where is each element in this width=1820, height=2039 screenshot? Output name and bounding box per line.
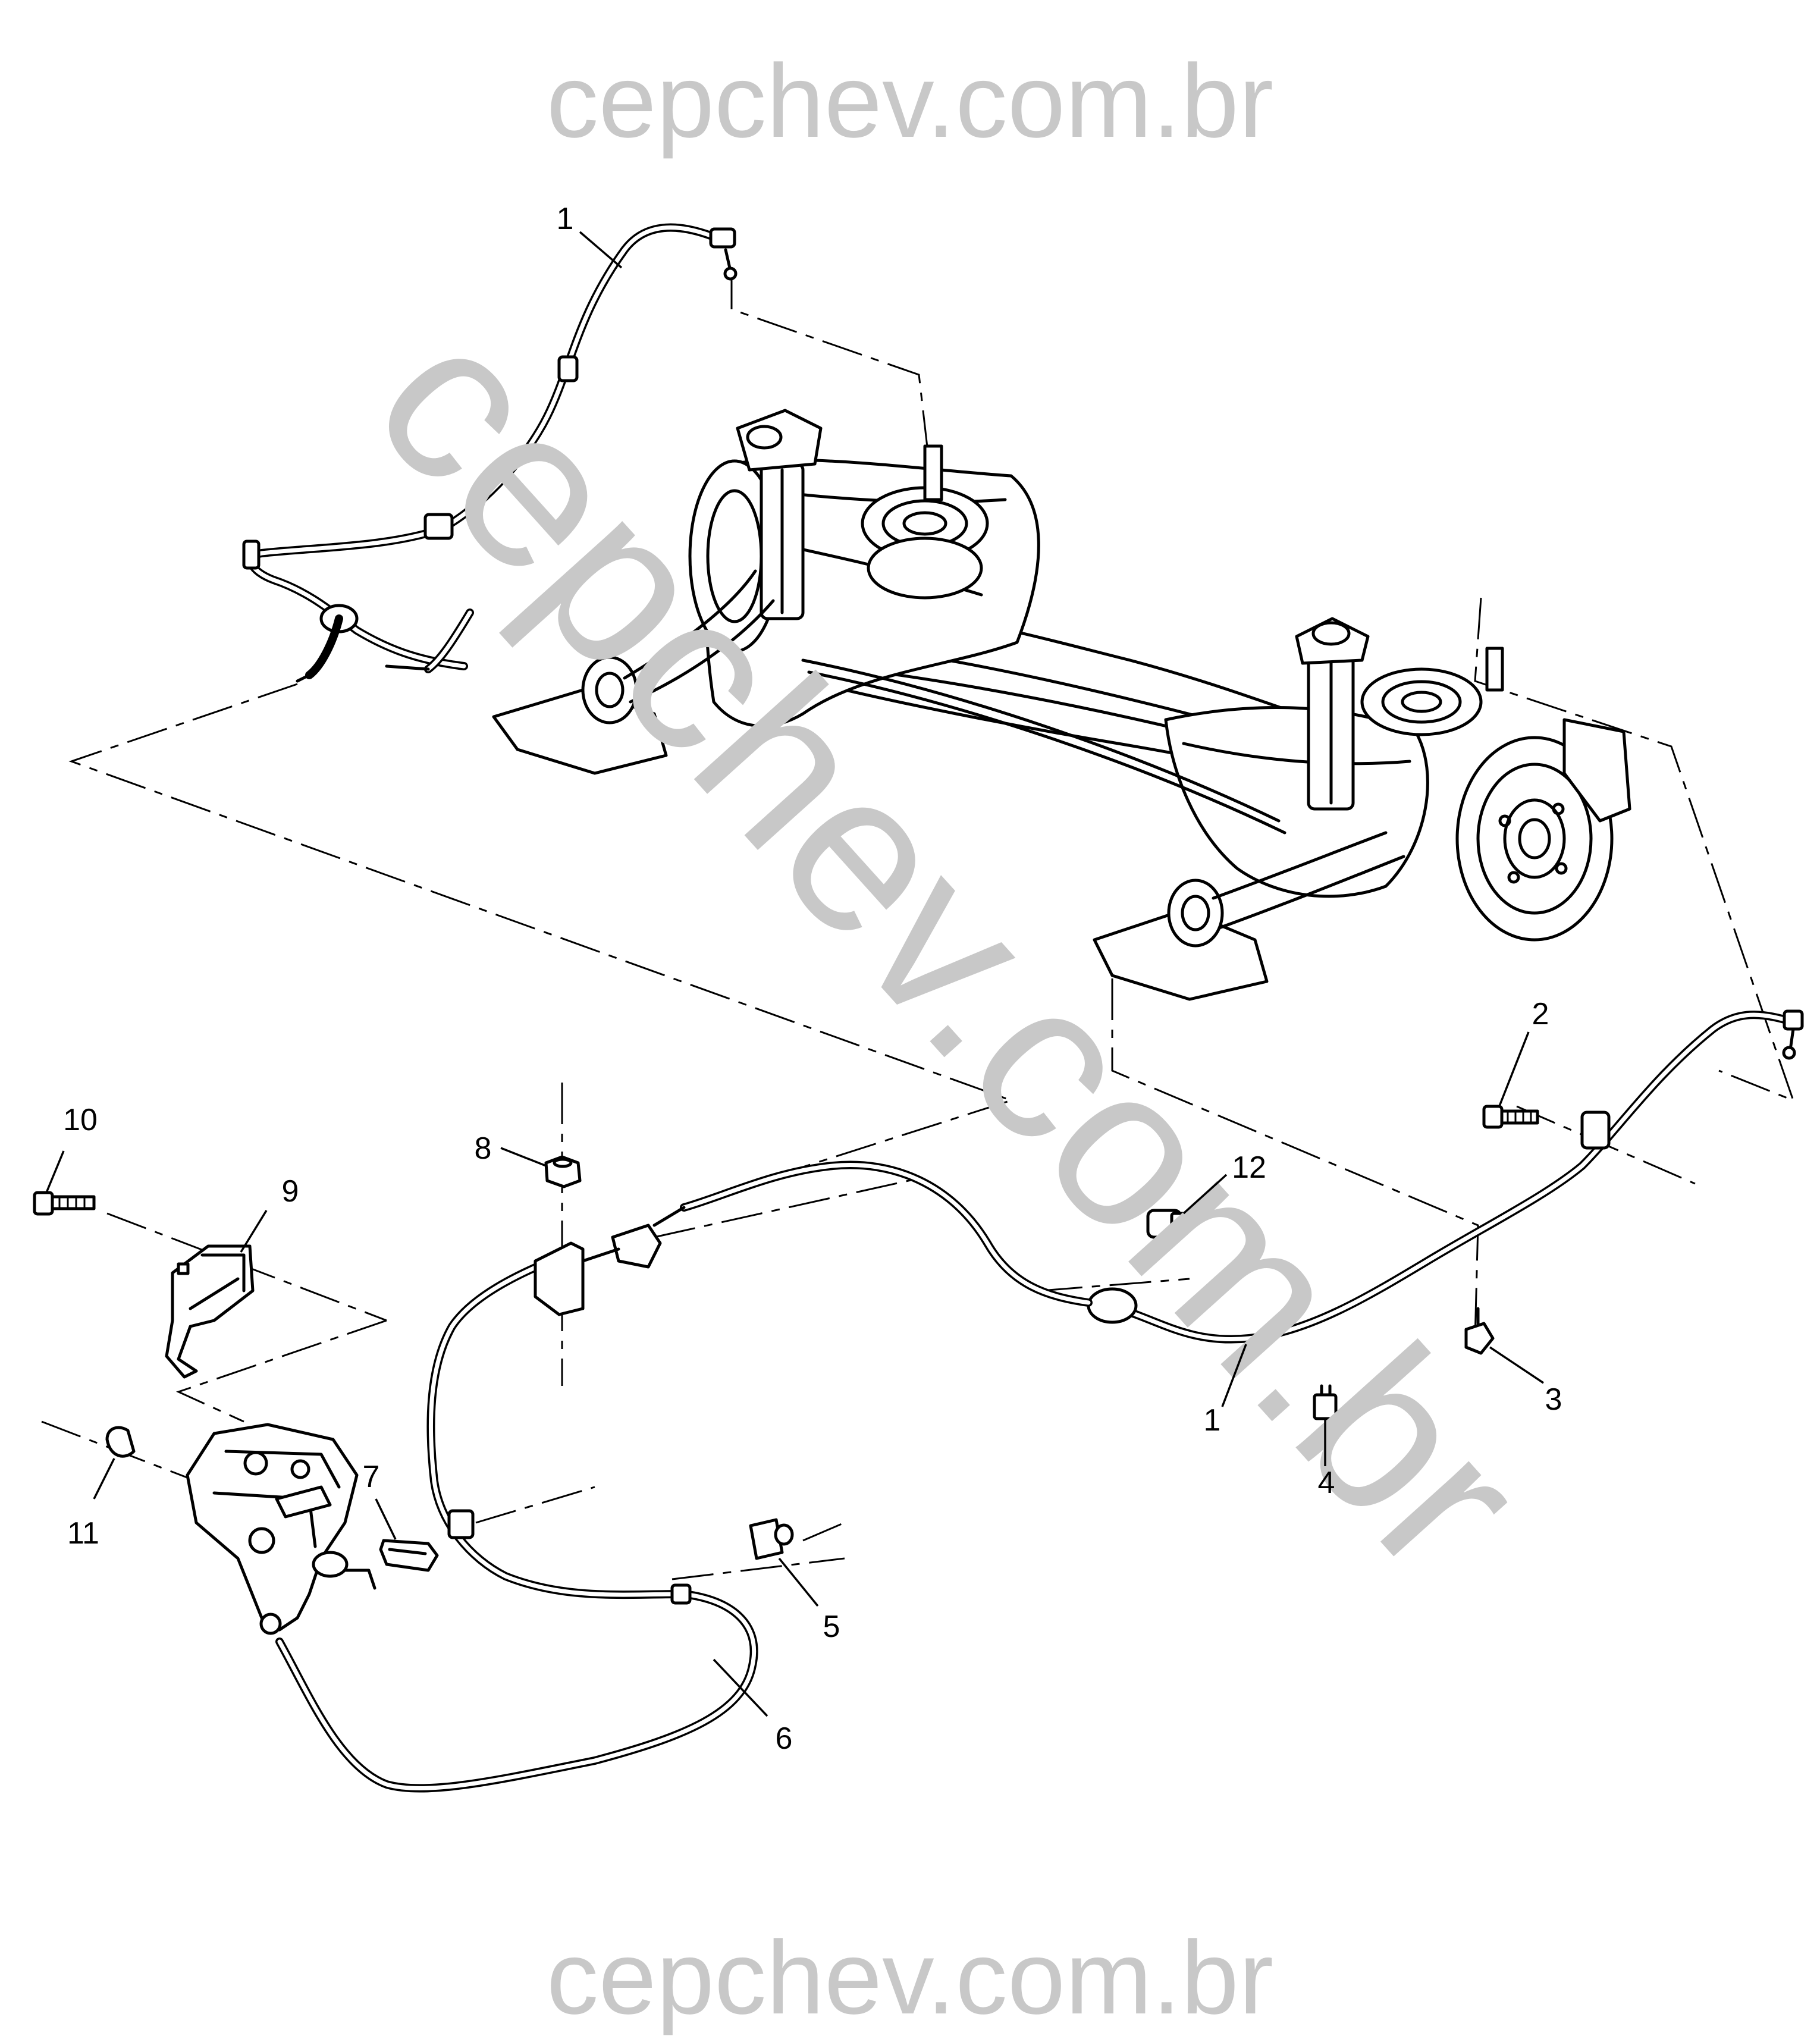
nut-icon-11 <box>105 1426 136 1458</box>
callout-2: 2 <box>1532 997 1549 1031</box>
cable-equalizer-bracket-icon <box>534 1224 662 1316</box>
watermark-bottom: cepchev.com.br <box>547 1920 1273 2036</box>
callout-3: 3 <box>1545 1382 1562 1417</box>
callout-1-lower: 1 <box>1204 1403 1221 1438</box>
callout-12: 12 <box>1232 1150 1266 1185</box>
callout-9: 9 <box>282 1174 299 1209</box>
cable-bracket-clip-icon <box>749 1518 794 1560</box>
bolt-icon <box>1482 1105 1539 1129</box>
parking-brake-cable-upper <box>242 223 738 683</box>
callout-1-upper: 1 <box>557 202 574 236</box>
callout-4: 4 <box>1318 1466 1335 1500</box>
rear-axle-assembly-icon <box>492 409 1631 1001</box>
bolt-icon-10 <box>33 1191 96 1216</box>
parking-brake-front-cable <box>275 1251 758 1793</box>
parking-brake-actuator-icon <box>186 1423 376 1635</box>
callout-5: 5 <box>823 1610 840 1644</box>
mounting-bracket-icon <box>165 1244 255 1379</box>
watermark-top: cepchev.com.br <box>547 43 1273 159</box>
cable-clip-icon <box>1146 1209 1188 1239</box>
callouts: 1 1 2 3 4 5 6 7 8 9 10 11 12 <box>63 202 1562 1756</box>
callout-11: 11 <box>67 1516 99 1551</box>
cable-retainer-icon <box>1464 1307 1495 1355</box>
cable-guide-plate-icon <box>379 1539 439 1572</box>
callout-6: 6 <box>776 1721 793 1756</box>
nut-icon <box>544 1155 582 1188</box>
callout-8: 8 <box>475 1131 492 1166</box>
callout-7: 7 <box>363 1460 380 1494</box>
callout-10: 10 <box>63 1103 98 1137</box>
leader-lines <box>45 231 1544 1717</box>
parking-brake-cable-lower <box>652 1009 1804 1344</box>
